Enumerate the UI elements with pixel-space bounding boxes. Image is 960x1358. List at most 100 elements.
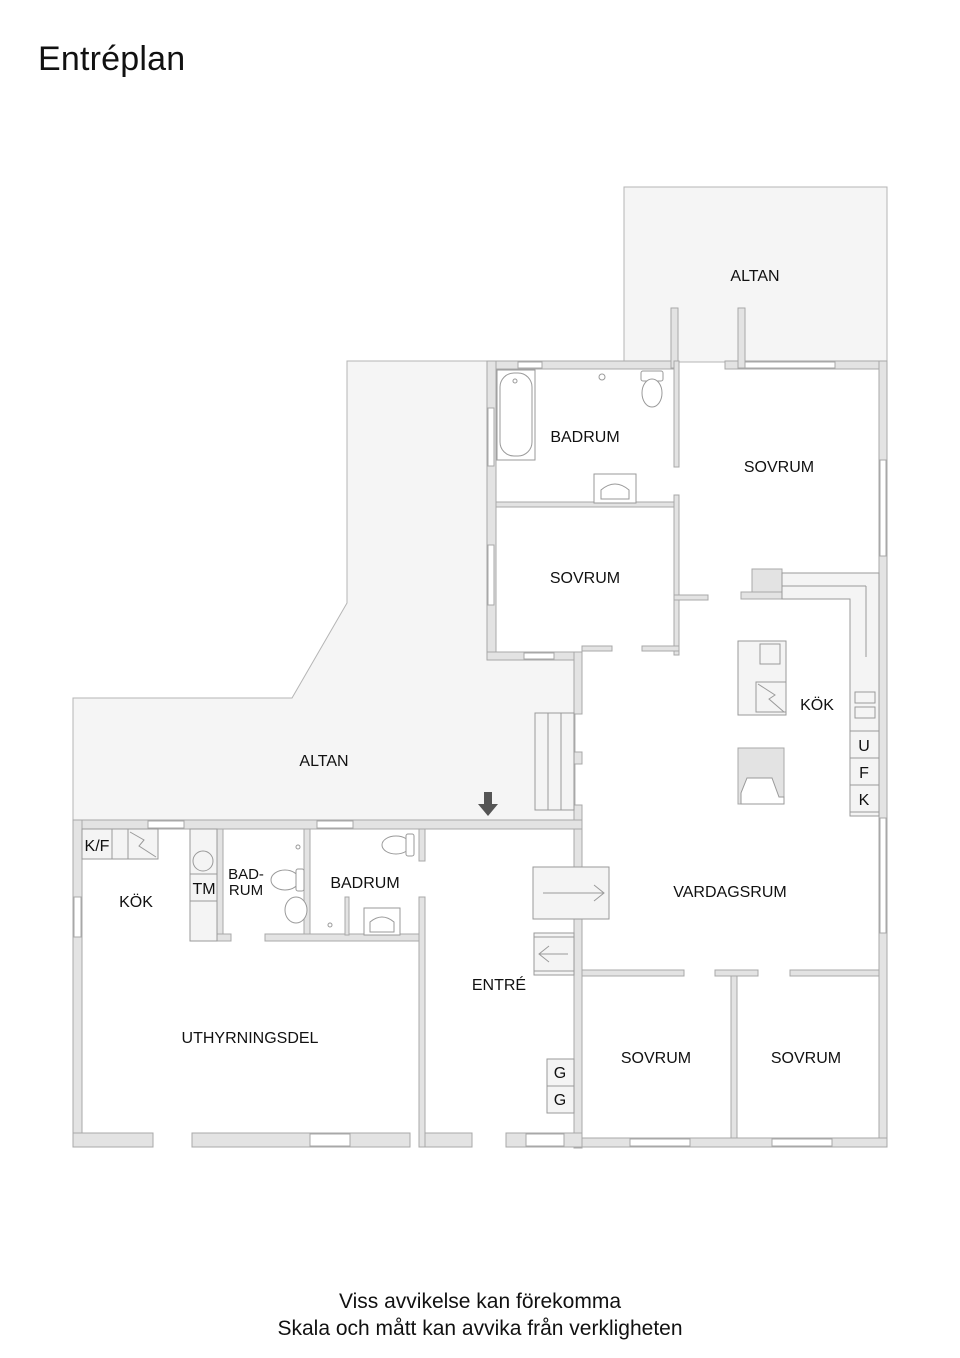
bathtub-inner [499,372,533,457]
wall [573,1137,888,1148]
fridge-freezer [81,828,113,860]
room-label-entre: ENTRÉ [472,975,526,994]
window [73,896,82,938]
wall [72,1132,154,1148]
hob [854,706,876,719]
wall [303,828,311,942]
wall [573,651,583,715]
appliance-label-g1: G [554,1065,566,1082]
wall [641,645,680,652]
window [879,459,887,557]
window [879,817,887,934]
room-label-vardagsrum: VARDAGSRUM [673,884,787,901]
wardrobe [546,1085,575,1114]
window [744,361,836,369]
wall [670,307,679,369]
wall [486,360,497,661]
wall [72,819,83,1148]
wall [581,645,613,652]
appliance-label-f: F [859,765,869,782]
room-label-sovrum-bottom-left: SOVRUM [621,1050,691,1067]
drain-icon [512,378,518,384]
room-label-badrum-small-2: RUM [229,882,263,899]
fridge-box [849,757,880,786]
window [487,544,495,606]
island-stove [755,681,787,713]
wall [573,751,583,765]
toilet-tank [295,868,305,892]
wall [418,828,426,862]
fireplace-opening [740,777,785,805]
room-label-sovrum-bottom-right: SOVRUM [771,1050,841,1067]
shower-icon [295,844,301,850]
wall [673,594,709,601]
wall [789,969,880,977]
wall [581,969,685,977]
appliance-label-tm: TM [192,881,215,898]
shower-icon [327,922,333,928]
window [487,407,495,467]
appliance-label-g2: G [554,1092,566,1109]
sink-cabinet [363,907,401,936]
wall [573,804,583,1149]
room-label-badrum-mid: BADRUM [330,875,399,892]
appliance-label-k: K [859,792,870,809]
room-label-badrum-small-1: BAD- [228,866,264,883]
wall [714,969,759,977]
toilet-icon [270,869,300,891]
wall [495,501,680,508]
wall [486,360,675,370]
wall [344,896,350,936]
wall [418,896,426,1148]
freezer-box [849,730,880,759]
wall [191,1132,411,1148]
wardrobe [546,1058,575,1087]
sink-icon [284,896,308,924]
hob [854,691,876,704]
sink-icon [600,483,630,500]
room-label-kok-main: KÖK [800,696,834,714]
wall [673,599,680,656]
entrance-arrow-icon [478,792,498,816]
window [316,820,354,829]
stove-icon [757,683,785,713]
stairs-outdoor [534,712,575,811]
window [771,1138,833,1147]
window [629,1138,691,1147]
cabinet-column [189,828,218,942]
footer-disclaimer-2: Skala och mått kan avvika från verklighe… [277,1317,683,1340]
wall [216,933,232,942]
altan-top-area [623,186,888,363]
wall [730,975,738,1147]
wall [740,591,783,600]
island-sink [759,643,781,665]
sink-icon [369,916,395,933]
toilet-icon [641,378,663,408]
room-label-altan-left: ALTAN [299,753,348,770]
toilet-tank [405,833,415,857]
room-label-sovrum-mid: SOVRUM [550,570,620,587]
window [309,1133,351,1147]
window [517,361,543,369]
stove-icon [129,831,157,858]
room-label-altan-top: ALTAN [730,268,779,285]
room-label-uthyrningsdel: UTHYRNINGSDEL [182,1030,319,1047]
appliance-label-kf: K/F [85,838,110,855]
window [147,820,185,829]
room-label-sovrum-top-right: SOVRUM [744,459,814,476]
wall [673,360,680,468]
room-label-kok-rental: KÖK [119,893,153,911]
kitchen-box [849,784,880,813]
room-label-badrum-top: BADRUM [550,429,619,446]
wall [673,494,680,601]
page-title: Entréplan [38,40,186,78]
wall [424,1132,473,1148]
appliance-label-u: U [858,738,870,755]
window [523,652,555,660]
window [525,1133,565,1147]
washer-icon [192,850,214,872]
wall [737,307,746,369]
wall [216,828,224,942]
shower-icon [598,373,606,381]
